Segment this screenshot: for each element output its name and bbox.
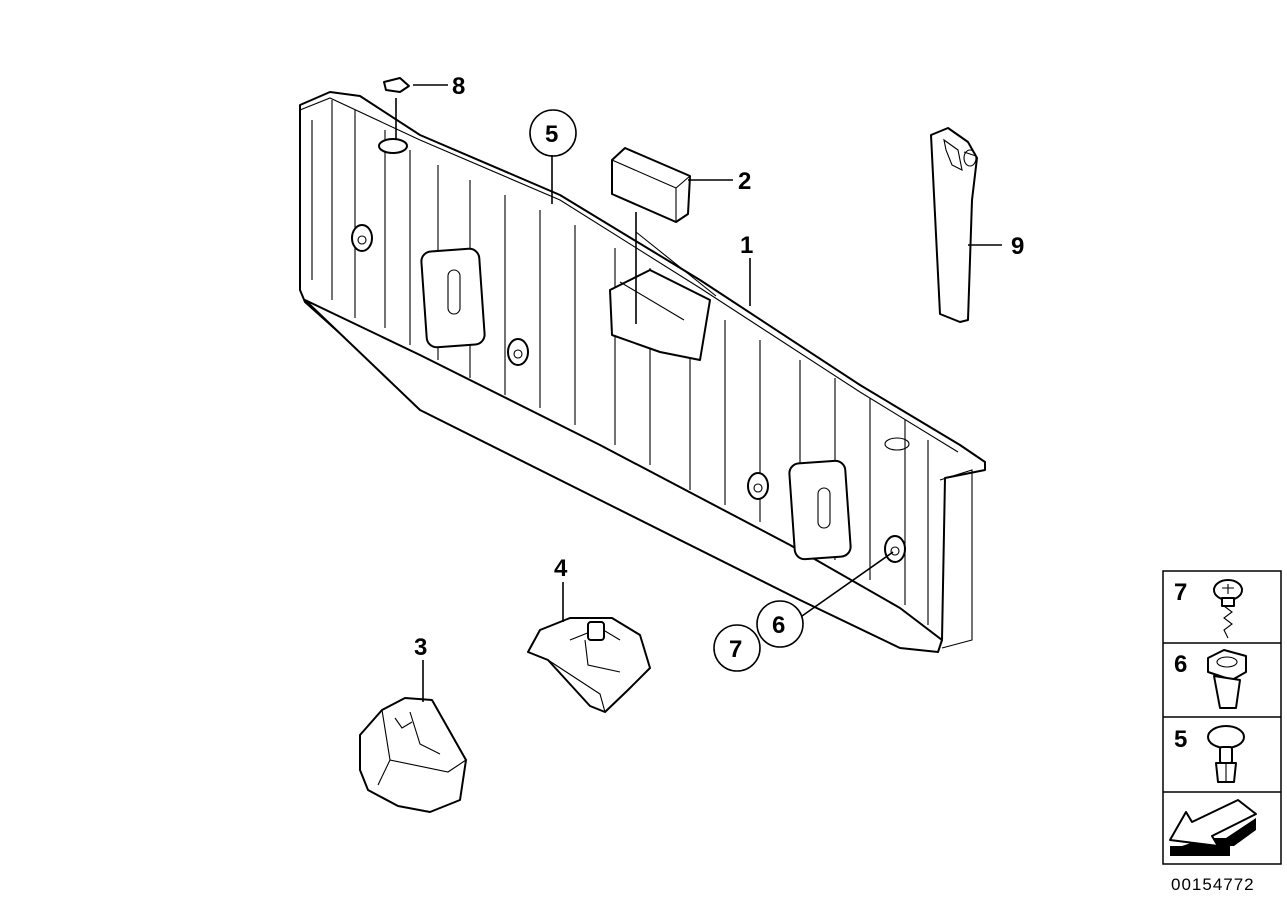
cover-part-2 (611, 147, 691, 223)
callout-7-ring (713, 624, 761, 672)
direction-arrow-icon (1169, 799, 1257, 856)
callout-5-ring (529, 109, 577, 157)
trim-panel-part-1 (299, 91, 986, 653)
bracket-part-4 (527, 617, 651, 713)
plug-part-8 (383, 77, 410, 93)
leader-lines (395, 84, 1002, 702)
callout-3: 3 (414, 634, 427, 661)
callout-5: 5 (545, 121, 558, 148)
diagram-id: 00154772 (1171, 875, 1255, 894)
strip-part-9 (930, 127, 978, 323)
callout-8: 8 (452, 73, 465, 100)
grommet-nut-icon (1207, 649, 1247, 709)
callout-9: 9 (1011, 233, 1024, 260)
callout-7: 7 (729, 636, 742, 663)
callout-1: 1 (740, 232, 753, 259)
callout-6-ring (756, 600, 804, 648)
expanding-rivet-icon (1207, 725, 1245, 783)
callout-6: 6 (772, 612, 785, 639)
callout-4: 4 (554, 555, 568, 582)
legend-panel: 7 6 5 (1162, 570, 1282, 865)
callout-2: 2 (738, 168, 751, 195)
screw-icon (1213, 579, 1243, 639)
block-part-3 (359, 697, 467, 813)
callout-labels: 8 5 2 1 9 4 3 6 7 (414, 73, 1024, 672)
legend-7: 7 (1174, 579, 1187, 606)
legend-6: 6 (1174, 651, 1187, 678)
legend-5: 5 (1174, 726, 1187, 753)
